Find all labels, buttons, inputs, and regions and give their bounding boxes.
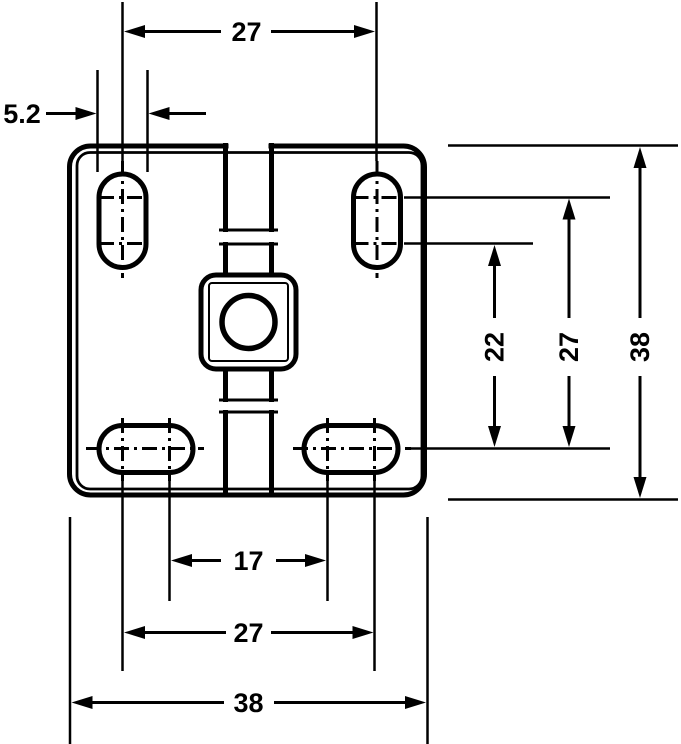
dim-22-arrow-bottom [488,426,501,447]
center-channel [219,143,278,495]
center-hole [219,292,278,352]
dim-top-27: 27 [124,17,375,47]
dim-label-bottom-17: 17 [233,546,263,576]
dim-bottom-38: 38 [71,688,426,718]
dim-27b-arrow-left [124,626,145,639]
dim-slotwidth-arrow-right [148,107,170,120]
dim-38b-arrow-left [71,696,93,709]
dim-right-27: 27 [554,198,584,447]
top-edge-channel-break [228,140,269,149]
dim-bottom-17: 17 [171,546,326,576]
dim-slotwidth-arrow-left [75,107,97,120]
boss-inner-outline [208,282,289,362]
dim-right-38: 38 [625,147,655,498]
dim-17-arrow-right [305,554,326,567]
dim-slot-width: 5.2 [3,99,206,129]
dim-27r-arrow-bottom [562,426,576,447]
dim-38r-arrow-bottom [633,477,647,498]
dim-right-22: 22 [480,245,510,447]
boss-outer-outline [198,272,299,372]
plate [67,140,427,498]
dim-label-slot-width: 5.2 [3,99,41,129]
dim-27r-arrow-top [562,198,576,220]
center-boss [198,272,299,372]
slot-centerlines [86,161,411,481]
dim-22-arrow-top [488,245,501,266]
dim-label-top: 27 [231,17,261,47]
dim-38r-arrow-top [633,147,647,168]
mounting-slots [96,171,403,475]
dim-label-right-38: 38 [625,332,655,362]
dim-17-arrow-left [171,554,192,567]
dim-label-right-27: 27 [554,332,584,362]
dim-bottom-27: 27 [124,618,374,648]
extension-lines [68,2,678,744]
dim-top-arrow-right [354,25,375,38]
dim-label-right-22: 22 [480,332,510,362]
dim-27b-arrow-right [352,626,374,639]
dim-label-bottom-38: 38 [233,688,263,718]
dim-38b-arrow-right [405,696,426,709]
plate-inner-outline [75,151,424,491]
dim-label-bottom-27: 27 [233,618,263,648]
dim-top-arrow-left [124,25,145,38]
